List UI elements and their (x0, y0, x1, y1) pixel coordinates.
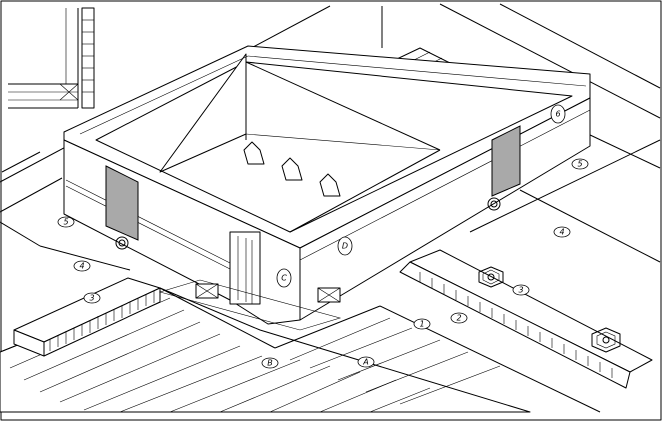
callout-4-right: 4 (553, 226, 571, 238)
callout-3-left: 3 (83, 292, 101, 304)
svg-text:3: 3 (518, 286, 523, 295)
svg-text:6: 6 (555, 110, 560, 119)
callout-5-right: 5 (571, 158, 589, 170)
fastener-left (115, 236, 129, 250)
callout-5-left: 5 (57, 216, 75, 228)
fastener-right (487, 197, 501, 211)
callout-6-top: 6 (550, 104, 566, 124)
svg-text:D: D (342, 242, 348, 251)
svg-text:1: 1 (419, 320, 424, 329)
callout-3-right: 3 (512, 284, 530, 296)
callouts: 6 5 4 3 2 1 A B (57, 104, 589, 369)
inset-detail (8, 7, 95, 109)
callout-C: C (276, 268, 292, 288)
svg-text:A: A (362, 358, 368, 367)
svg-text:4: 4 (559, 228, 564, 237)
callout-A: A (357, 356, 375, 368)
hex-plate-2 (591, 327, 621, 353)
roof-curb (63, 45, 591, 331)
svg-text:2: 2 (456, 314, 461, 323)
right-gray-panel (491, 125, 521, 197)
callout-4-left: 4 (73, 260, 91, 272)
fasteners (115, 197, 621, 353)
svg-text:4: 4 (79, 262, 84, 271)
svg-text:C: C (281, 274, 287, 283)
callout-D: D (337, 236, 353, 256)
svg-text:3: 3 (89, 294, 94, 303)
callout-2-right: 2 (450, 312, 468, 324)
callout-1-right: 1 (413, 318, 431, 330)
svg-text:5: 5 (63, 218, 68, 227)
left-gray-panel (105, 165, 139, 241)
svg-text:B: B (267, 359, 273, 368)
svg-text:5: 5 (577, 160, 582, 169)
callout-B: B (261, 357, 279, 369)
right-insulation-board (399, 249, 653, 389)
hex-plate-1 (478, 266, 504, 288)
left-insulation-board (13, 277, 161, 357)
